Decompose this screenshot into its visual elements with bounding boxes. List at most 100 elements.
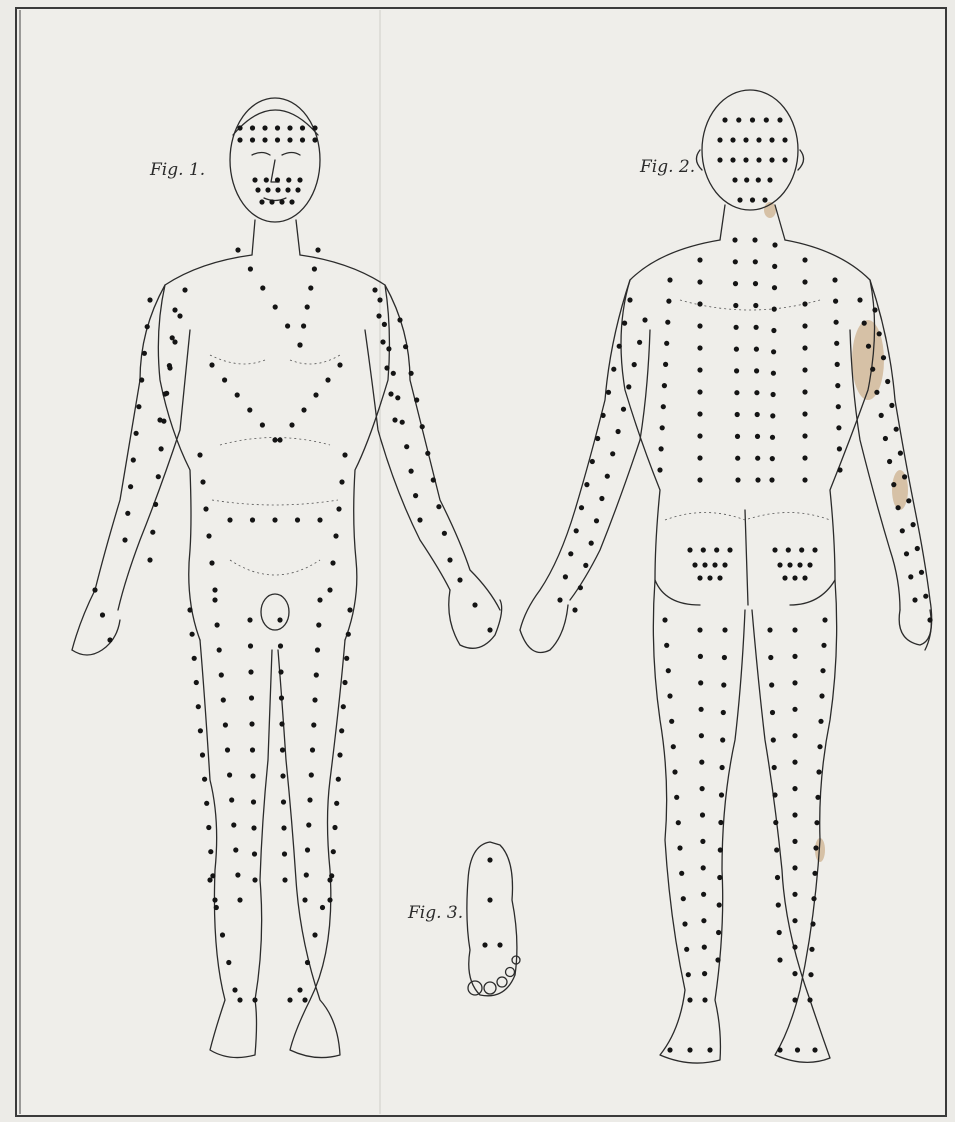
- point-dot: [482, 942, 487, 947]
- point-dot: [666, 668, 671, 673]
- point-dot: [131, 457, 136, 462]
- point-dot: [682, 921, 687, 926]
- point-dot: [792, 865, 797, 870]
- point-dot: [883, 436, 888, 441]
- point-dot: [736, 117, 741, 122]
- point-dot: [792, 575, 797, 580]
- point-dot: [662, 617, 667, 622]
- point-dot: [777, 957, 782, 962]
- point-dot: [716, 930, 721, 935]
- point-dot: [714, 547, 719, 552]
- point-dot: [810, 921, 815, 926]
- point-dot: [259, 199, 264, 204]
- point-dot: [247, 617, 252, 622]
- point-dot: [820, 668, 825, 673]
- point-dot: [382, 322, 387, 327]
- point-dot: [894, 427, 899, 432]
- point-dot: [756, 177, 761, 182]
- point-dot: [717, 875, 722, 880]
- point-dot: [404, 444, 409, 449]
- point-dot: [125, 511, 130, 516]
- point-dot: [896, 505, 901, 510]
- point-dot: [782, 137, 787, 142]
- point-dot: [792, 733, 797, 738]
- point-dot: [686, 972, 691, 977]
- point-dot: [578, 585, 583, 590]
- point-dot: [200, 752, 205, 757]
- point-dot: [275, 187, 280, 192]
- point-dot: [457, 577, 462, 582]
- point-dot: [302, 997, 307, 1002]
- point-dot: [730, 137, 735, 142]
- point-dot: [300, 125, 305, 130]
- point-dot: [665, 320, 670, 325]
- point-dot: [252, 177, 257, 182]
- point-dot: [681, 896, 686, 901]
- point-dot: [237, 897, 242, 902]
- point-dot: [727, 547, 732, 552]
- point-dot: [770, 435, 775, 440]
- point-dot: [295, 187, 300, 192]
- point-dot: [697, 575, 702, 580]
- point-dot: [770, 710, 775, 715]
- point-dot: [142, 351, 147, 356]
- point-dot: [487, 897, 492, 902]
- point-dot: [717, 575, 722, 580]
- point-dot: [835, 383, 840, 388]
- point-dot: [755, 477, 760, 482]
- point-dot: [347, 607, 352, 612]
- point-dot: [768, 655, 773, 660]
- point-dot: [413, 493, 418, 498]
- point-dot: [320, 905, 325, 910]
- point-dot: [282, 851, 287, 856]
- point-dot: [305, 847, 310, 852]
- point-dot: [145, 324, 150, 329]
- point-dot: [207, 877, 212, 882]
- point-dot: [718, 820, 723, 825]
- point-dot: [767, 627, 772, 632]
- point-dot: [251, 799, 256, 804]
- point-dot: [327, 877, 332, 882]
- point-dot: [802, 411, 807, 416]
- point-dot: [792, 918, 797, 923]
- point-dot: [425, 451, 430, 456]
- point-dot: [339, 479, 344, 484]
- point-dot: [557, 597, 562, 602]
- point-dot: [204, 801, 209, 806]
- point-dot: [676, 820, 681, 825]
- point-dot: [295, 517, 300, 522]
- point-dot: [616, 429, 621, 434]
- point-dot: [697, 257, 702, 262]
- point-dot: [336, 506, 341, 511]
- point-dot: [753, 259, 758, 264]
- point-dot: [717, 157, 722, 162]
- point-dot: [312, 932, 317, 937]
- point-dot: [92, 587, 97, 592]
- point-dot: [403, 344, 408, 349]
- point-dot: [772, 792, 777, 797]
- point-dot: [235, 872, 240, 877]
- point-dot: [702, 971, 707, 976]
- point-dot: [862, 321, 867, 326]
- point-dot: [812, 1047, 817, 1052]
- point-dot: [134, 431, 139, 436]
- point-dot: [260, 285, 265, 290]
- point-dot: [250, 125, 255, 130]
- point-dot: [772, 547, 777, 552]
- point-dot: [802, 367, 807, 372]
- point-dot: [786, 547, 791, 552]
- point-dot: [872, 307, 877, 312]
- point-dot: [737, 197, 742, 202]
- point-dot: [250, 773, 255, 778]
- point-dot: [730, 157, 735, 162]
- point-dot: [674, 795, 679, 800]
- point-dot: [664, 341, 669, 346]
- point-dot: [589, 541, 594, 546]
- point-dot: [190, 632, 195, 637]
- point-dot: [743, 157, 748, 162]
- point-dot: [197, 452, 202, 457]
- point-dot: [289, 422, 294, 427]
- point-dot: [372, 287, 377, 292]
- point-dot: [605, 474, 610, 479]
- point-dot: [206, 825, 211, 830]
